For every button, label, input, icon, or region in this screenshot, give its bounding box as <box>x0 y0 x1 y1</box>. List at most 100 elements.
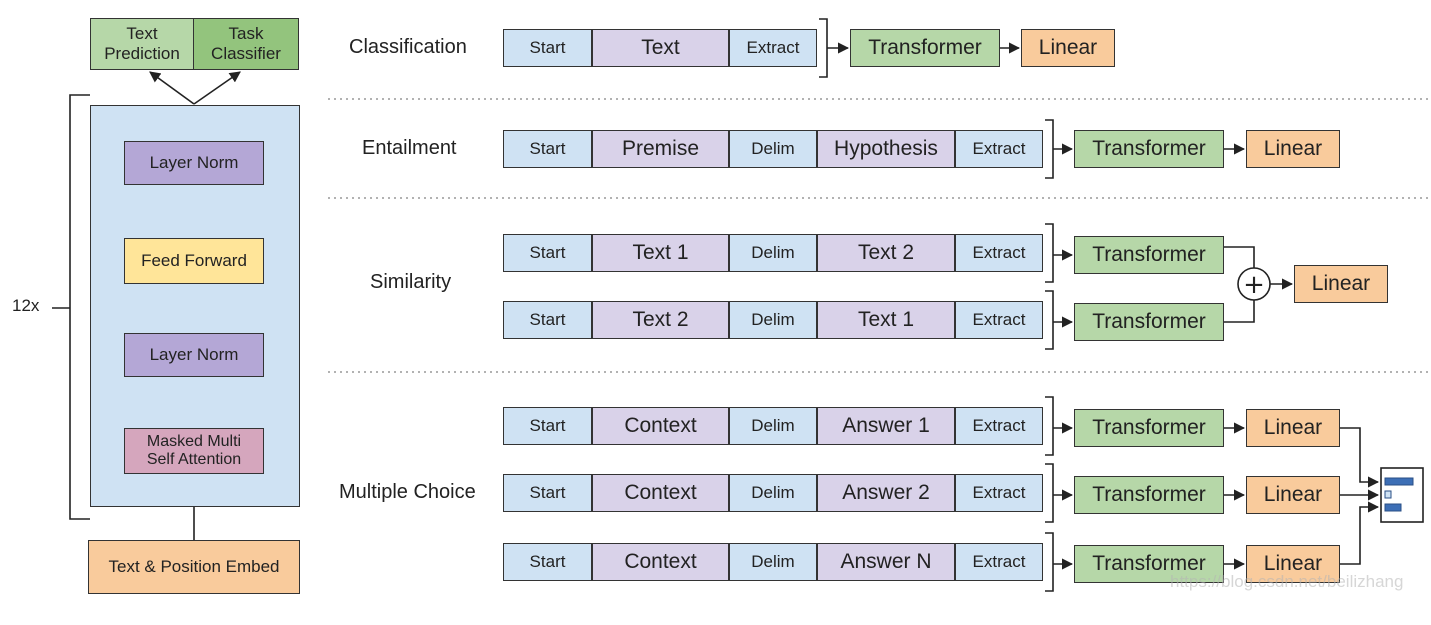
entailment-token-1: Premise <box>592 130 729 168</box>
similarity-2-token-3: Text 1 <box>817 301 955 339</box>
entailment-token-4-label: Extract <box>972 139 1026 159</box>
multiple-choice-2-token-4: Extract <box>955 474 1043 512</box>
mc-3-to-softmax <box>1340 501 1380 565</box>
multiple-choice-3-token-1: Context <box>592 543 729 581</box>
task-similarity-label: Similarity <box>370 271 452 293</box>
similarity-1-transformer-box: Transformer <box>1074 236 1224 274</box>
similarity-1-transformer-box-label: Transformer <box>1092 242 1206 266</box>
similarity-2-token-2: Delim <box>729 301 817 339</box>
entailment-transformer-box-label: Transformer <box>1092 136 1206 160</box>
multiple-choice-1-token-0-label: Start <box>529 416 566 436</box>
multiple-choice-2-token-4-label: Extract <box>972 483 1026 503</box>
similarity-2-token-1: Text 2 <box>592 301 729 339</box>
similarity-1-token-2-label: Delim <box>751 243 795 263</box>
multiple-choice-2-token-2: Delim <box>729 474 817 512</box>
similarity-2-token-1-label: Text 2 <box>632 307 689 331</box>
text-position-embed-box: Text & Position Embed <box>88 540 300 594</box>
entailment-token-0-label: Start <box>529 139 566 159</box>
to-text-prediction <box>149 71 195 105</box>
multiple-choice-1-linear-box-label: Linear <box>1263 415 1323 439</box>
multiple-choice-1-transformer-box: Transformer <box>1074 409 1224 447</box>
similarity-bottom-to-plus <box>1224 300 1255 323</box>
multiple-choice-2-linear-box: Linear <box>1246 476 1340 514</box>
entailment-token-1-label: Premise <box>621 136 700 160</box>
multiple-choice-2-token-3: Answer 2 <box>817 474 955 512</box>
multiple-choice-2-token-1: Context <box>592 474 729 512</box>
classification-linear-box: Linear <box>1021 29 1115 67</box>
classification-token-2: Extract <box>729 29 817 67</box>
layer-norm-top-box-label: Layer Norm <box>149 153 239 173</box>
similarity-plus-icon-symbol: + <box>1243 270 1265 300</box>
similarity-2-token-3-label: Text 1 <box>857 307 915 331</box>
similarity-linear-box-label: Linear <box>1311 271 1371 295</box>
multiple-choice-3-brace <box>1045 532 1054 592</box>
entailment-token-0: Start <box>503 130 592 168</box>
multiple-choice-3-linear-box: Linear <box>1246 545 1340 583</box>
classification-transformer-box: Transformer <box>850 29 1000 67</box>
similarity-1-token-4: Extract <box>955 234 1043 272</box>
softmax-bar-2 <box>1384 490 1392 499</box>
classification-transformer-box-label: Transformer <box>868 35 982 59</box>
multiple-choice-3-token-2-label: Delim <box>751 552 795 572</box>
similarity-1-token-0-label: Start <box>529 243 566 263</box>
classification-token-1-label: Text <box>641 35 680 59</box>
multiple-choice-1-token-2-label: Delim <box>751 416 795 436</box>
multiple-choice-3-token-4: Extract <box>955 543 1043 581</box>
repeat-bracket <box>69 94 90 520</box>
multiple-choice-2-transformer-box-label: Transformer <box>1092 482 1206 506</box>
text-position-embed-box-label: Text & Position Embed <box>108 557 280 577</box>
entailment-token-3-label: Hypothesis <box>834 136 938 160</box>
multiple-choice-3-token-2: Delim <box>729 543 817 581</box>
multiple-choice-1-transformer-box-label: Transformer <box>1092 415 1206 439</box>
task-classifier-box-label: Task Classifier <box>211 24 281 63</box>
multiple-choice-1-brace <box>1045 396 1054 456</box>
similarity-2-token-2-label: Delim <box>751 310 795 330</box>
multiple-choice-1-token-1-label: Context <box>624 413 697 437</box>
similarity-2-token-4-label: Extract <box>972 310 1026 330</box>
layer-norm-bottom-box: Layer Norm <box>124 333 264 377</box>
layer-norm-bottom-box-label: Layer Norm <box>149 345 239 365</box>
similarity-2-token-0: Start <box>503 301 592 339</box>
multiple-choice-1-token-4: Extract <box>955 407 1043 445</box>
classification-token-2-label: Extract <box>746 38 800 58</box>
similarity-1-token-1: Text 1 <box>592 234 729 272</box>
similarity-1-token-3-label: Text 2 <box>857 240 915 264</box>
multiple-choice-1-token-0: Start <box>503 407 592 445</box>
multiple-choice-3-linear-box-label: Linear <box>1263 551 1323 575</box>
task-classification-label: Classification <box>349 36 467 58</box>
masked-self-attention-box-label: Masked Multi Self Attention <box>146 432 242 468</box>
similarity-2-transformer-box: Transformer <box>1074 303 1224 341</box>
multiple-choice-2-linear-box-label: Linear <box>1263 482 1323 506</box>
multiple-choice-3-token-3-label: Answer N <box>840 549 932 573</box>
multiple-choice-2-transformer-box: Transformer <box>1074 476 1224 514</box>
masked-self-attention-box: Masked Multi Self Attention <box>124 428 264 474</box>
feed-forward-box-label: Feed Forward <box>141 251 247 271</box>
multiple-choice-2-token-1-label: Context <box>624 480 697 504</box>
multiple-choice-3-token-4-label: Extract <box>972 552 1026 572</box>
multiple-choice-1-token-3: Answer 1 <box>817 407 955 445</box>
multiple-choice-3-token-0-label: Start <box>529 552 566 572</box>
similarity-1-token-2: Delim <box>729 234 817 272</box>
multiple-choice-1-token-4-label: Extract <box>972 416 1026 436</box>
multiple-choice-2-token-3-label: Answer 2 <box>842 480 930 504</box>
similarity-top-to-plus <box>1224 246 1255 268</box>
entailment-linear-box: Linear <box>1246 130 1340 168</box>
layer-norm-top-box: Layer Norm <box>124 141 264 185</box>
similarity-1-brace <box>1045 223 1054 283</box>
classification-token-1: Text <box>592 29 729 67</box>
feed-forward-box: Feed Forward <box>124 238 264 284</box>
mc-1-to-softmax <box>1340 427 1380 488</box>
softmax-bar-3 <box>1384 503 1402 512</box>
softmax-bar-1 <box>1384 477 1414 486</box>
similarity-2-token-4: Extract <box>955 301 1043 339</box>
multiple-choice-1-linear-box: Linear <box>1246 409 1340 447</box>
multiple-choice-3-transformer-box-label: Transformer <box>1092 551 1206 575</box>
entailment-transformer-box: Transformer <box>1074 130 1224 168</box>
to-task-classifier <box>193 71 241 105</box>
watermark: https://blog.csdn.net/beilizhang <box>1170 572 1404 591</box>
multiple-choice-3-token-1-label: Context <box>624 549 697 573</box>
multiple-choice-2-token-2-label: Delim <box>751 483 795 503</box>
multiple-choice-1-token-2: Delim <box>729 407 817 445</box>
task-classifier-box: Task Classifier <box>193 18 299 70</box>
similarity-2-token-0-label: Start <box>529 310 566 330</box>
